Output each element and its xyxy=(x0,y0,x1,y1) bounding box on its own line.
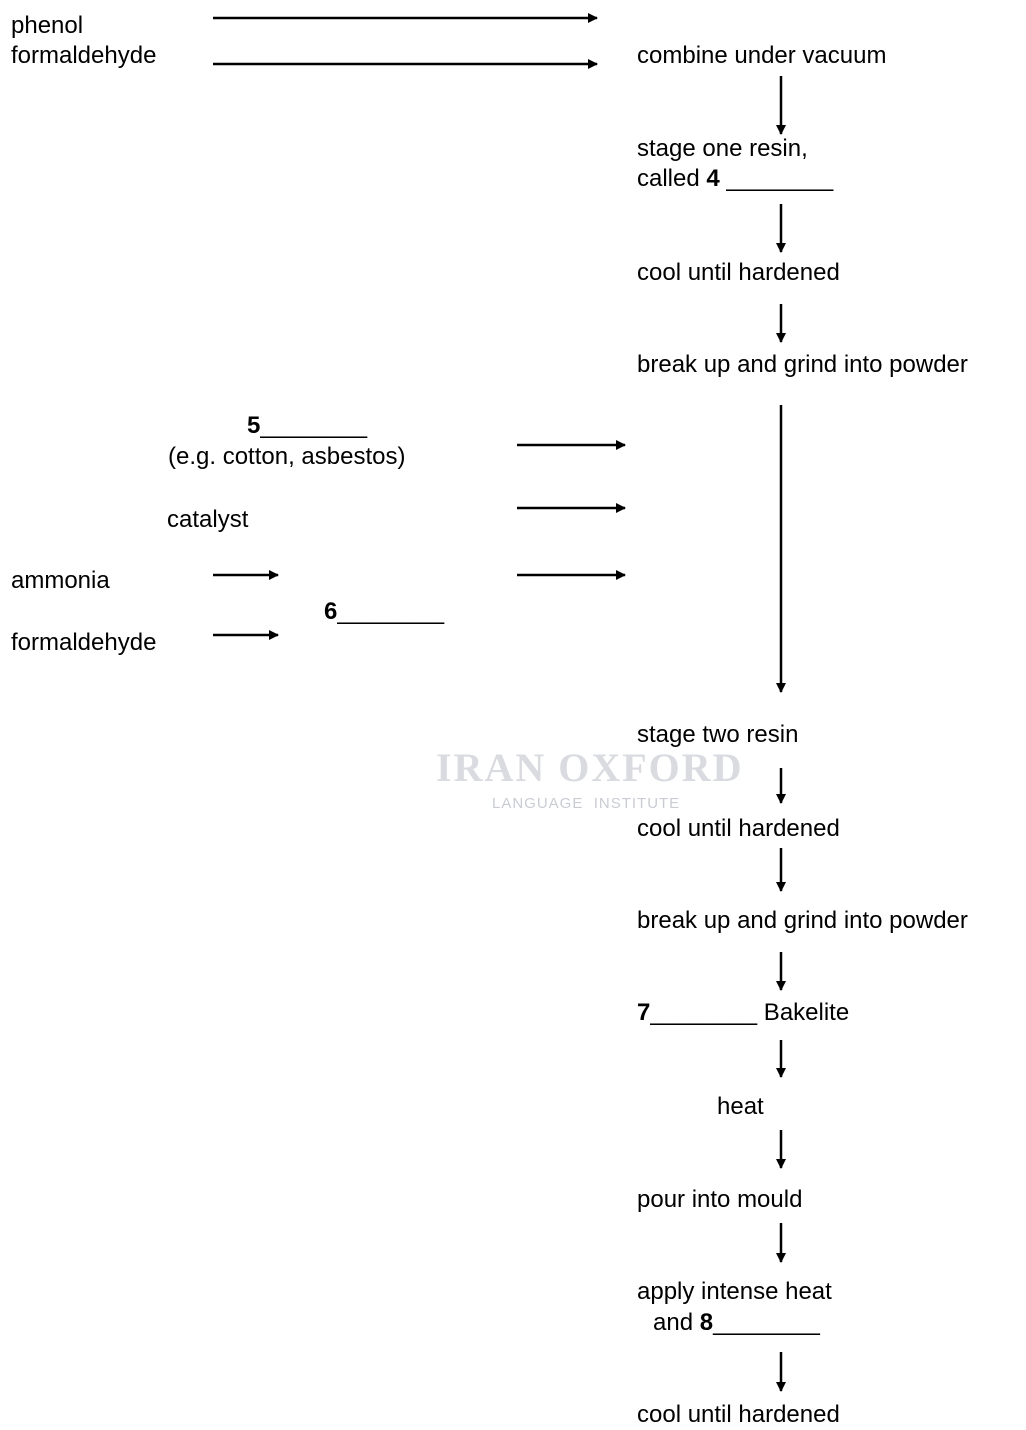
answer-blank-8[interactable]: ________ xyxy=(713,1309,820,1336)
question-number-7: 7 xyxy=(637,999,651,1026)
answer-blank-6[interactable]: ________ xyxy=(337,598,445,625)
step-cool-3: cool until hardened xyxy=(637,1401,840,1428)
answer-blank-5[interactable]: ________ xyxy=(260,412,368,439)
answer-blank-4[interactable]: ________ xyxy=(719,165,834,192)
step-stage-two: stage two resin xyxy=(637,721,799,748)
input-q5: 5________ xyxy=(247,411,367,441)
and-label: and xyxy=(653,1309,700,1336)
step-grind-1: break up and grind into powder xyxy=(637,351,968,378)
input-q5-example: (e.g. cotton, asbestos) xyxy=(168,443,406,470)
step-grind-2: break up and grind into powder xyxy=(637,907,968,934)
step-mould: pour into mould xyxy=(637,1186,803,1213)
watermark-title: IRAN OXFORD xyxy=(436,745,744,790)
input-formaldehyde: formaldehyde xyxy=(11,42,157,69)
step-cool-2: cool until hardened xyxy=(637,815,840,842)
input-ammonia: ammonia xyxy=(11,567,110,594)
input-catalyst: catalyst xyxy=(167,506,249,533)
question-number-6: 6 xyxy=(324,598,338,625)
question-number-8: 8 xyxy=(699,1309,714,1336)
step-stage-one: stage one resin, xyxy=(637,135,808,162)
input-phenol: phenol xyxy=(11,12,84,39)
step-q7: 7________ Bakelite xyxy=(637,998,849,1028)
step-heat: heat xyxy=(717,1093,764,1120)
step-stage-one-called: called 4 ________ xyxy=(637,164,833,194)
watermark-subtitle: LANGUAGE INSTITUTE xyxy=(492,795,681,812)
input-formaldehyde-mid: formaldehyde xyxy=(11,629,157,656)
step-intense-heat: apply intense heat xyxy=(637,1278,832,1305)
called-label: called xyxy=(637,165,707,192)
question-number-4: 4 xyxy=(706,165,720,192)
input-q6: 6________ xyxy=(324,597,444,627)
step-cool-1: cool until hardened xyxy=(637,259,840,286)
step-q8: and 8________ xyxy=(653,1308,820,1338)
step-combine: combine under vacuum xyxy=(637,42,887,69)
answer-blank-7-bakelite[interactable]: ________ Bakelite xyxy=(650,999,850,1026)
question-number-5: 5 xyxy=(247,412,261,439)
